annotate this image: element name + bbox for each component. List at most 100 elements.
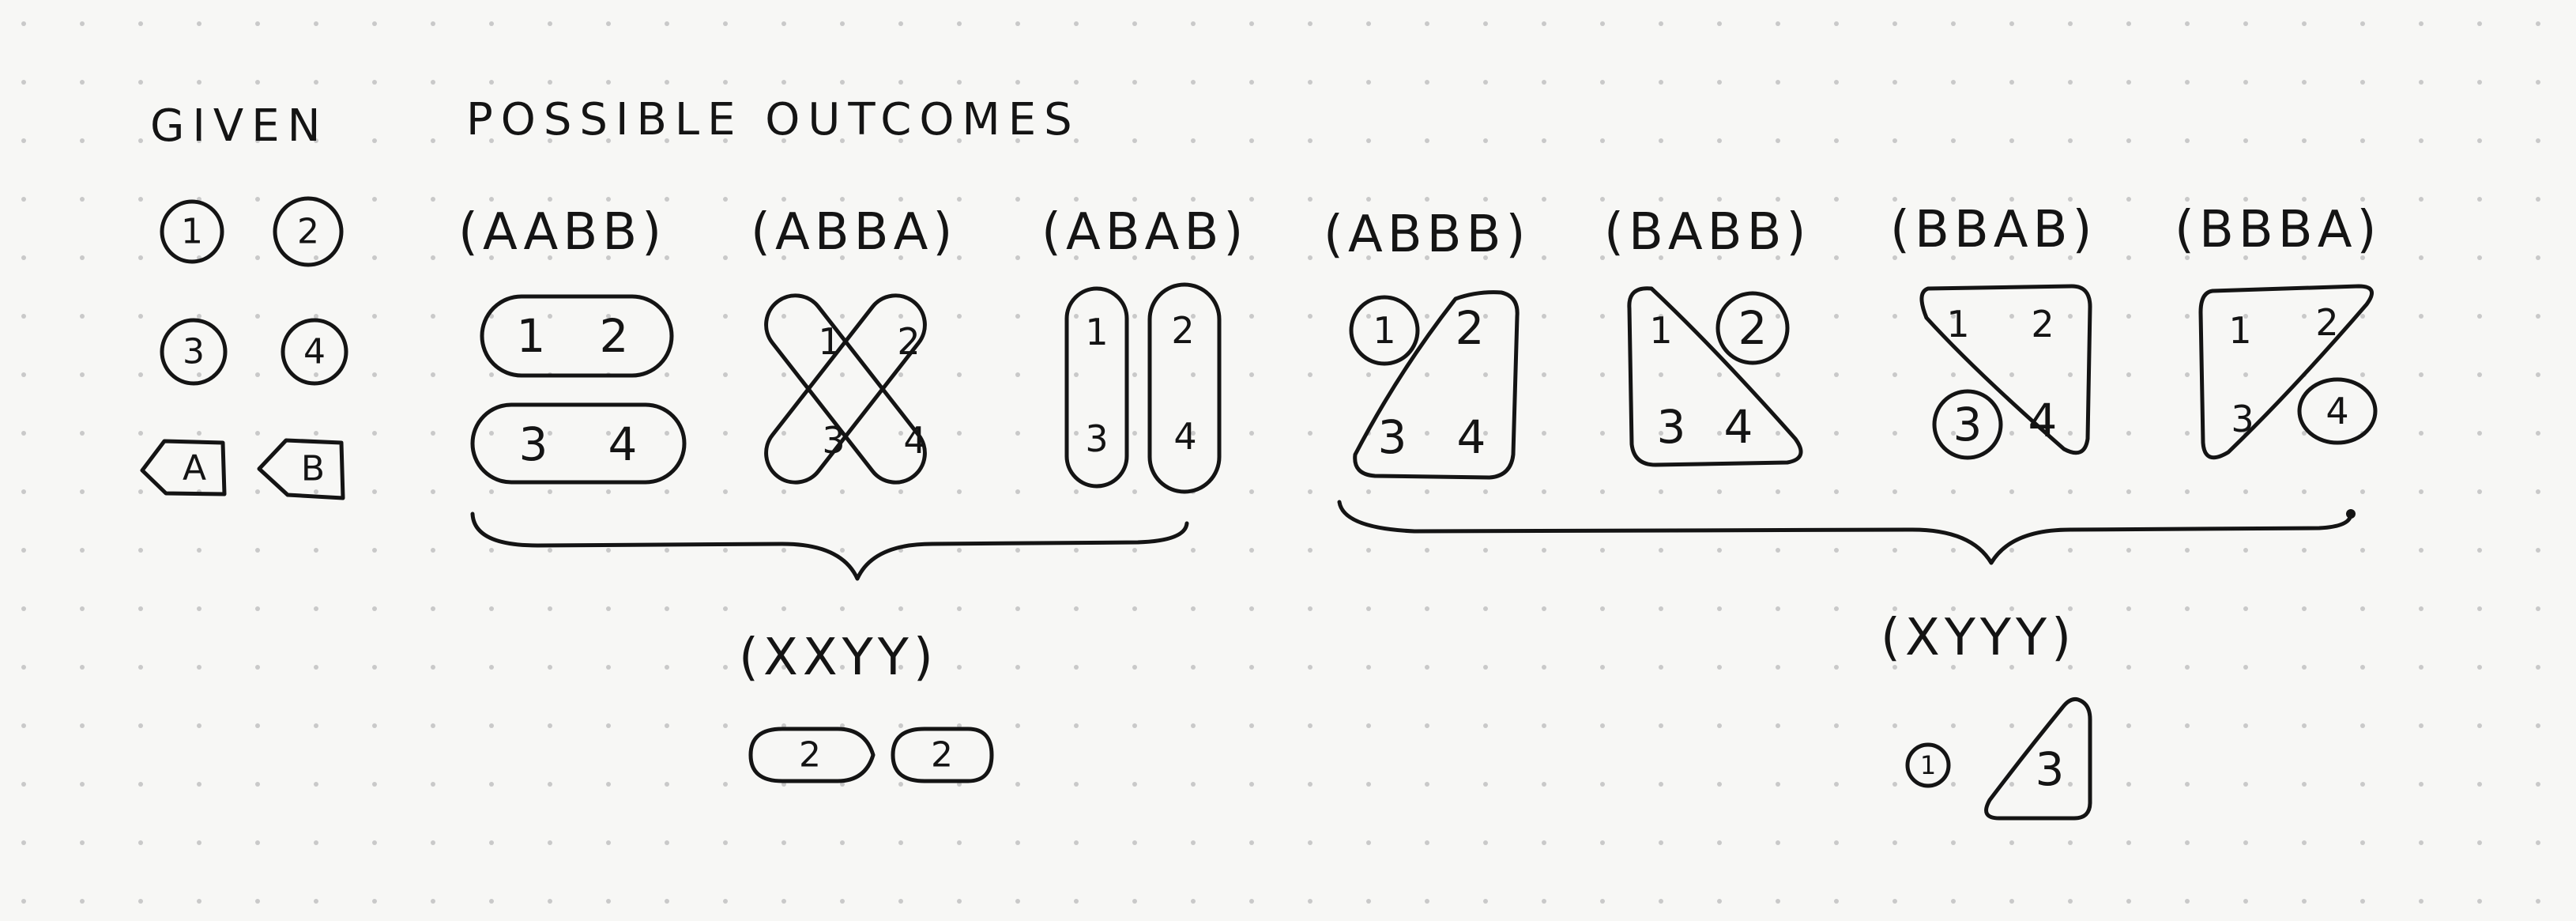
grid-dot [2302,606,2307,611]
grid-dot [255,138,260,143]
grid-dot [1892,431,1897,436]
grid-dot [372,138,377,143]
grid-dot [2243,21,2248,26]
grid-dot [314,372,318,377]
grid-dot [489,606,494,611]
grid-dot [2477,489,2482,494]
grid-dot [781,840,786,845]
grid-dot [1249,489,1254,494]
grid-dot [2009,840,2014,845]
grid-dot [1425,21,1429,26]
grid-dot [1366,314,1371,319]
grid-dot [2360,197,2365,202]
grid-dot [2536,782,2540,787]
grid-dot [1483,197,1488,202]
summary-xxyy-item-1-label: 2 [799,735,821,776]
grid-dot [2126,197,2131,202]
number-3: 3 [519,417,548,471]
grid-dot [1483,899,1488,904]
grid-dot [1776,548,1780,553]
grid-dot [2185,197,2190,202]
grid-dot [431,431,435,436]
grid-dot [2536,723,2540,728]
grid-dot [431,899,435,904]
grid-dot [1892,665,1897,670]
grid-dot [1366,489,1371,494]
grid-dot [606,782,611,787]
grid-dot [2185,138,2190,143]
grid-dot [1834,431,1839,436]
grid-dot [1132,899,1137,904]
grid-dot [1951,489,1956,494]
outcome-label-bbab: (BBAB) [1890,201,2096,259]
grid-dot [1074,314,1079,319]
grid-dot [1717,372,1722,377]
grid-dot [606,723,611,728]
grid-dot [1425,606,1429,611]
grid-dot [1600,840,1605,845]
grid-dot [1776,197,1780,202]
grid-dot [2009,665,2014,670]
grid-dot [1951,80,1956,85]
grid-dot [1249,21,1254,26]
grid-dot [21,372,26,377]
grid-dot [1132,840,1137,845]
grid-dot [1717,138,1722,143]
grid-dot [1132,255,1137,260]
grid-dot [606,197,611,202]
grid-dot [1308,606,1312,611]
grid-dot [2126,606,2131,611]
grid-dot [1659,840,1663,845]
grid-dot [2360,372,2365,377]
grid-dot [1834,782,1839,787]
grid-dot [2243,899,2248,904]
grid-dot [255,548,260,553]
grid-dot [431,489,435,494]
grid-dot [723,255,728,260]
grid-dot [2477,723,2482,728]
grid-dot [489,138,494,143]
grid-dot [1132,548,1137,553]
grid-dot [1542,665,1546,670]
grid-dot [2536,255,2540,260]
grid-dot [1074,723,1079,728]
grid-dot [2243,314,2248,319]
grid-dot [1425,314,1429,319]
grid-dot [1132,665,1137,670]
grid-dot [2536,80,2540,85]
grid-dot [1191,21,1196,26]
grid-dot [197,723,201,728]
grid-dot [2360,21,2365,26]
grid-dot [2360,840,2365,845]
grid-dot [1425,665,1429,670]
grid-dot [2126,840,2131,845]
grid-dot [1892,548,1897,553]
grid-dot [2302,665,2307,670]
grid-dot [548,80,552,85]
grid-dot [489,431,494,436]
grid-dot [1483,723,1488,728]
grid-dot [898,665,903,670]
number-2: 2 [1456,301,1485,355]
grid-dot [2009,80,2014,85]
grid-dot [431,255,435,260]
grid-dot [548,606,552,611]
grid-dot [1776,723,1780,728]
grid-dot [255,606,260,611]
grid-dot [372,80,377,85]
grid-dot [606,489,611,494]
grid-dot [781,372,786,377]
number-3: 3 [1657,400,1686,454]
grid-dot [1366,138,1371,143]
grid-dot [1776,431,1780,436]
pair-shape-2-4 [1147,282,1222,494]
given-token-1: 1 [160,199,224,264]
number-4: 4 [1724,400,1753,454]
grid-dot [1074,431,1079,436]
number-1: 1 [1373,309,1395,352]
grid-dot [898,431,903,436]
grid-dot [606,138,611,143]
grid-dot [314,606,318,611]
grid-dot [1015,431,1020,436]
grid-dot [1015,255,1020,260]
